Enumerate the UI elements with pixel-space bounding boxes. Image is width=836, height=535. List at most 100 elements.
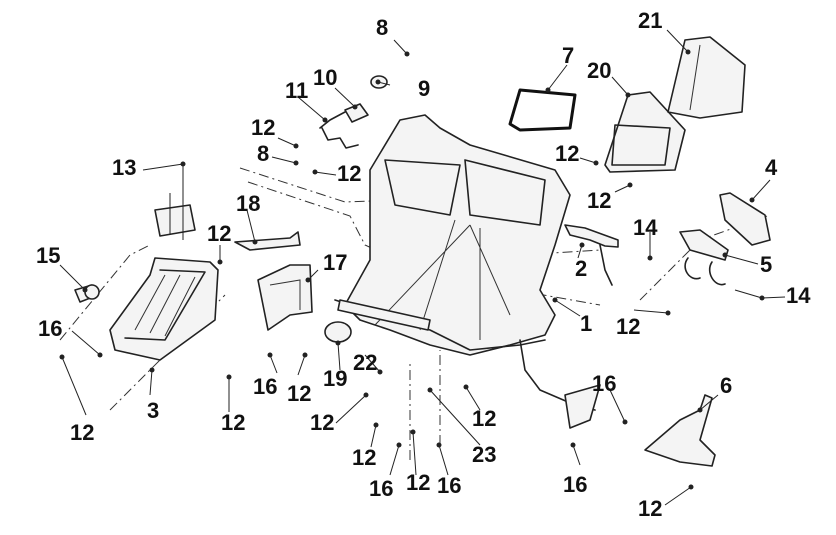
leader-line-12 <box>664 486 692 506</box>
part-20-housing <box>604 91 686 173</box>
callout-16: 16 <box>437 473 462 498</box>
leader-line-16 <box>438 444 449 476</box>
leader-line-16 <box>269 354 278 374</box>
leader-line-16 <box>389 444 400 476</box>
callout-12: 12 <box>587 188 612 213</box>
leader-line-14 <box>761 296 786 299</box>
callout-15: 15 <box>36 243 61 268</box>
leader-line-5 <box>724 254 759 265</box>
callout-12: 12 <box>251 115 276 140</box>
callout-1: 1 <box>580 311 593 336</box>
leader-line-18 <box>246 209 256 243</box>
leader-line-12 <box>335 394 367 424</box>
callout-12: 12 <box>406 470 431 495</box>
leader-line-23 <box>429 389 481 446</box>
callout-11: 11 <box>285 78 309 103</box>
callout-20: 20 <box>587 58 612 83</box>
leader-line-15 <box>59 264 86 291</box>
part-3-storage-box <box>109 257 219 361</box>
callout-14: 14 <box>633 215 658 240</box>
part-22-bar <box>337 299 431 331</box>
callout-12: 12 <box>352 445 377 470</box>
callout-6: 6 <box>720 373 733 398</box>
leader-line-4 <box>751 179 771 201</box>
callout-12: 12 <box>638 496 663 521</box>
callout-10: 10 <box>313 65 338 90</box>
leader-line-17 <box>307 269 319 281</box>
leader-line-9 <box>377 81 391 86</box>
callout-16: 16 <box>369 476 394 501</box>
part-7-gasket <box>508 88 577 132</box>
callout-8: 8 <box>257 141 270 166</box>
leader-line-7 <box>547 64 568 91</box>
callout-12: 12 <box>616 314 641 339</box>
callout-12: 12 <box>207 221 232 246</box>
callout-2: 2 <box>575 256 588 281</box>
part-15-socket <box>74 284 100 303</box>
leader-line-12 <box>465 386 481 411</box>
leader-line-12 <box>61 356 87 416</box>
part-19-cylinder <box>324 321 352 343</box>
callout-18: 18 <box>236 191 261 216</box>
callout-9: 9 <box>418 76 431 101</box>
part-1-front-frame <box>334 114 601 429</box>
leader-line-12 <box>614 184 631 193</box>
leader-line-12 <box>277 137 297 147</box>
leader-line-21 <box>666 29 689 53</box>
callout-12: 12 <box>337 161 362 186</box>
leader-line-6 <box>699 394 719 411</box>
callout-5: 5 <box>760 252 773 277</box>
leader-line-13 <box>142 163 184 171</box>
callout-16: 16 <box>38 316 63 341</box>
callout-12: 12 <box>221 410 246 435</box>
leader-line-22 <box>364 354 381 373</box>
leader-line-11 <box>297 96 326 121</box>
callout-4: 4 <box>765 155 778 180</box>
callout-12: 12 <box>287 381 312 406</box>
callout-17: 17 <box>323 250 348 275</box>
leader-line-2 <box>577 244 583 259</box>
part-4-plate <box>719 192 771 246</box>
leader-line-16 <box>71 330 101 356</box>
callout-12: 12 <box>555 141 580 166</box>
leader-line-12 <box>633 309 669 314</box>
part-17-bracket <box>257 264 313 331</box>
leader-line-19 <box>337 342 341 371</box>
callout-12: 12 <box>310 410 335 435</box>
callout-16: 16 <box>563 472 588 497</box>
callout-16: 16 <box>592 371 617 396</box>
callout-23: 23 <box>472 442 497 467</box>
part-13-relay <box>154 165 196 240</box>
leader-line-12 <box>412 431 417 476</box>
leader-line-8 <box>271 156 297 164</box>
leader-line-16 <box>572 444 581 466</box>
part-2-bracket <box>564 224 619 286</box>
leader-line-12 <box>297 354 306 376</box>
callout-19: 19 <box>323 366 348 391</box>
callout-7: 7 <box>562 43 575 68</box>
part-21-panel <box>667 36 746 119</box>
leader-line-16 <box>609 389 626 423</box>
part-11-bracket <box>319 111 359 149</box>
callout-21: 21 <box>638 8 663 33</box>
leader-line-20 <box>611 76 629 96</box>
part-18-bracket <box>234 231 301 251</box>
leader-line-10 <box>334 87 356 108</box>
leader-line-1 <box>554 299 581 317</box>
part-6-bracket <box>644 394 716 467</box>
callout-22: 22 <box>353 350 378 375</box>
leader-lines <box>59 29 786 506</box>
leader-line-12 <box>579 157 597 164</box>
callout-3: 3 <box>147 398 160 423</box>
leader-line-12 <box>370 424 377 448</box>
callout-14: 14 <box>786 283 811 308</box>
callout-13: 13 <box>112 155 137 180</box>
callout-12: 12 <box>70 420 95 445</box>
leader-line-12 <box>314 171 337 176</box>
callout-12: 12 <box>472 406 497 431</box>
leader-line-8 <box>393 39 408 55</box>
callout-8: 8 <box>376 15 389 40</box>
callout-16: 16 <box>253 374 278 399</box>
